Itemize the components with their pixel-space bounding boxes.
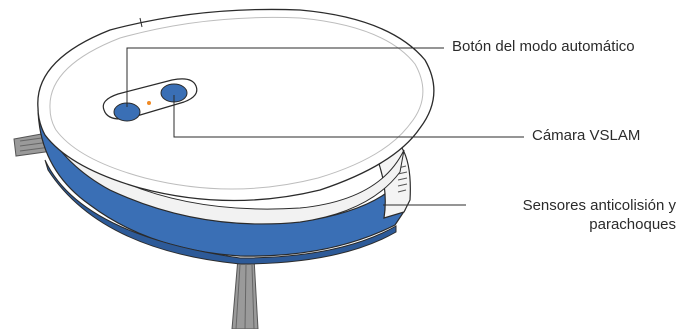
label-auto-mode-button: Botón del modo automático	[452, 38, 635, 55]
lower-skirt	[44, 159, 397, 265]
label-bumper-sensors: Sensores anticolisión y parachoques	[474, 196, 676, 234]
callout-leaders	[126, 47, 524, 206]
leader-auto-mode	[126, 47, 444, 107]
label-bumper-sensors-line-1: Sensores anticolisión y	[522, 197, 676, 214]
bottom-side-brush	[231, 257, 259, 329]
top-cover-inner-ring	[49, 16, 424, 190]
control-panel	[102, 78, 198, 122]
label-vslam-camera: Cámara VSLAM	[532, 127, 641, 144]
leader-vslam	[173, 95, 524, 138]
top-cover	[37, 8, 435, 202]
label-bumper-sensors-line-2: parachoques	[589, 216, 676, 233]
